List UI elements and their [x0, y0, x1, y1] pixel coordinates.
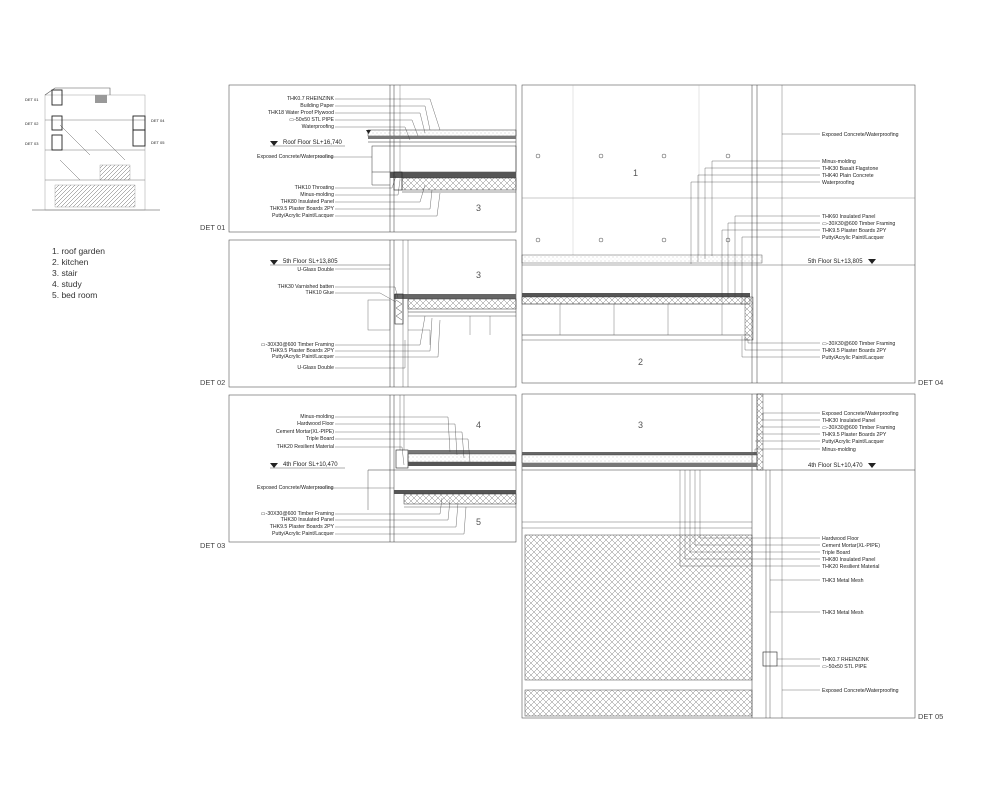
annotation: Hardwood Floor [297, 421, 334, 427]
annotation: U-Glass Double [297, 365, 334, 371]
annotation: THK0.7 RHEINZINK [822, 657, 870, 663]
room-number: 5 [476, 517, 481, 527]
key-label-det01: DET 01 [25, 97, 39, 102]
annotation: THK3 Metal Mesh [822, 610, 864, 616]
annotation: Waterproofing [302, 124, 335, 130]
annotation: THK3 Metal Mesh [822, 578, 864, 584]
annotation: Putty/Acrylic Paint/Lacquer [822, 355, 884, 361]
annotation: Minus-molding [822, 447, 856, 453]
annotation: ▭-30X30@600 Timber Framing [822, 425, 895, 431]
annotation: THK30 Basalt Flagstone [822, 166, 878, 172]
detail-label: DET 03 [200, 541, 225, 550]
level-label: Roof Floor SL+16,740 [283, 140, 343, 146]
level-marker-icon [270, 463, 278, 468]
level-marker-icon [270, 260, 278, 265]
annotation: ▭-30X30@600 Timber Framing [261, 511, 334, 517]
legend-item: 1. roof garden [52, 246, 105, 256]
annotation: Minus-molding [822, 159, 856, 165]
annotation: Minus-molding [300, 414, 334, 420]
level-marker-icon [868, 463, 876, 468]
annotation: ▭-50x50 STL PIPE [822, 664, 867, 670]
annotation: ▭-30X30@600 Timber Framing [261, 342, 334, 348]
annotation: THK10 Glue [305, 290, 334, 296]
annotation: THK20 Resilient Material [277, 444, 334, 450]
detail-label: DET 01 [200, 223, 225, 232]
annotation: Cement Mortar(XL-PIPE) [276, 429, 334, 435]
annotation: Exposed Concrete/Waterproofing [822, 688, 899, 694]
detail-04: DET 04 [521, 84, 943, 387]
annotation: THK80 Insulated Panel [281, 199, 334, 205]
annotation: THK9.5 Plaster Boards 2PY [270, 206, 335, 212]
level-label: 4th Floor SL+10,470 [808, 463, 863, 469]
level-marker-icon [270, 141, 278, 146]
annotation: Putty/Acrylic Paint/Lacquer [272, 531, 334, 537]
room-number: 3 [638, 420, 643, 430]
annotation: THK20 Resilient Material [822, 564, 879, 570]
room-number: 4 [476, 420, 481, 430]
detail-03: DET 03 Minus-molding Hardwood Floor Ceme… [200, 394, 517, 550]
annotation: ▭-30X30@600 Timber Framing [822, 341, 895, 347]
annotation: Hardwood Floor [822, 536, 859, 542]
annotation: THK9.5 Plaster Boards 2PY [822, 348, 887, 354]
annotation: Putty/Acrylic Paint/Lacquer [272, 354, 334, 360]
legend-item: 3. stair [52, 268, 78, 278]
key-label-det05: DET 05 [151, 140, 165, 145]
key-label-det02: DET 02 [25, 121, 39, 126]
annotation: Exposed Concrete/Waterproofing [257, 485, 334, 491]
room-number: 3 [476, 270, 481, 280]
legend-item: 5. bed room [52, 290, 97, 300]
annotation: THK0.7 RHEINZINK [287, 96, 335, 102]
annotation: THK60 Insulated Panel [822, 214, 875, 220]
annotation: Exposed Concrete/Waterproofing [822, 132, 899, 138]
detail-02: DET 02 5th Floor SL+13,805 U-Glass Doubl… [200, 239, 517, 388]
annotation: Putty/Acrylic Paint/Lacquer [822, 439, 884, 445]
annotation: Exposed Concrete/Waterproofing [257, 154, 334, 160]
level-marker-icon [868, 259, 876, 264]
detail-label: DET 02 [200, 378, 225, 387]
annotation: Triple Board [306, 436, 334, 442]
annotation: THK30 Insulated Panel [281, 517, 334, 523]
annotation: Putty/Acrylic Paint/Lacquer [822, 235, 884, 241]
legend-item: 4. study [52, 279, 83, 289]
annotation: THK30 Varnished batten [278, 284, 335, 290]
annotation: THK9.5 Plaster Boards 2PY [270, 524, 335, 530]
room-number: 2 [638, 357, 643, 367]
annotation: Waterproofing [822, 180, 855, 186]
key-plan: DET 01 DET 02 DET 03 DET 04 DET 05 [25, 87, 165, 211]
room-legend: 1. roof garden 2. kitchen 3. stair 4. st… [52, 246, 105, 300]
room-number: 1 [633, 168, 638, 178]
annotation: Minus-molding [300, 192, 334, 198]
annotation: U-Glass Double [297, 267, 334, 273]
annotation: THK30 Insulated Panel [822, 418, 875, 424]
annotation: Exposed Concrete/Waterproofing [822, 411, 899, 417]
key-label-det03: DET 03 [25, 141, 39, 146]
annotation: THK9.5 Plaster Boards 2PY [270, 348, 335, 354]
annotation: THK80 Insulated Panel [822, 557, 875, 563]
annotation: THK9.5 Plaster Boards 2PY [822, 432, 887, 438]
detail-05: DET 05 [521, 393, 943, 721]
detail-01: DET 01 THK0.7 RHEINZINK Building Paper [200, 84, 517, 233]
level-label: 4th Floor SL+10,470 [283, 462, 338, 468]
annotation: THK40 Plain Concrete [822, 173, 874, 179]
annotation: THK9.5 Plaster Boards 2PY [822, 228, 887, 234]
annotation: THK10 Throating [295, 185, 335, 191]
detail-label: DET 05 [918, 712, 943, 721]
annotation: Triple Board [822, 550, 850, 556]
annotation: Building Paper [300, 103, 334, 109]
level-label: 5th Floor SL+13,805 [283, 259, 338, 265]
annotation: Putty/Acrylic Paint/Lacquer [272, 213, 334, 219]
annotation: THK18 Water Proof Plywood [268, 110, 334, 116]
level-label: 5th Floor SL+13,805 [808, 259, 863, 265]
detail-label: DET 04 [918, 378, 943, 387]
annotation: ▭-50x50 STL PIPE [289, 117, 334, 123]
key-label-det04: DET 04 [151, 118, 165, 123]
annotation: Cement Mortar(XL-PIPE) [822, 543, 880, 549]
annotation: ▭-30X30@600 Timber Framing [822, 221, 895, 227]
legend-item: 2. kitchen [52, 257, 89, 267]
room-number: 3 [476, 203, 481, 213]
